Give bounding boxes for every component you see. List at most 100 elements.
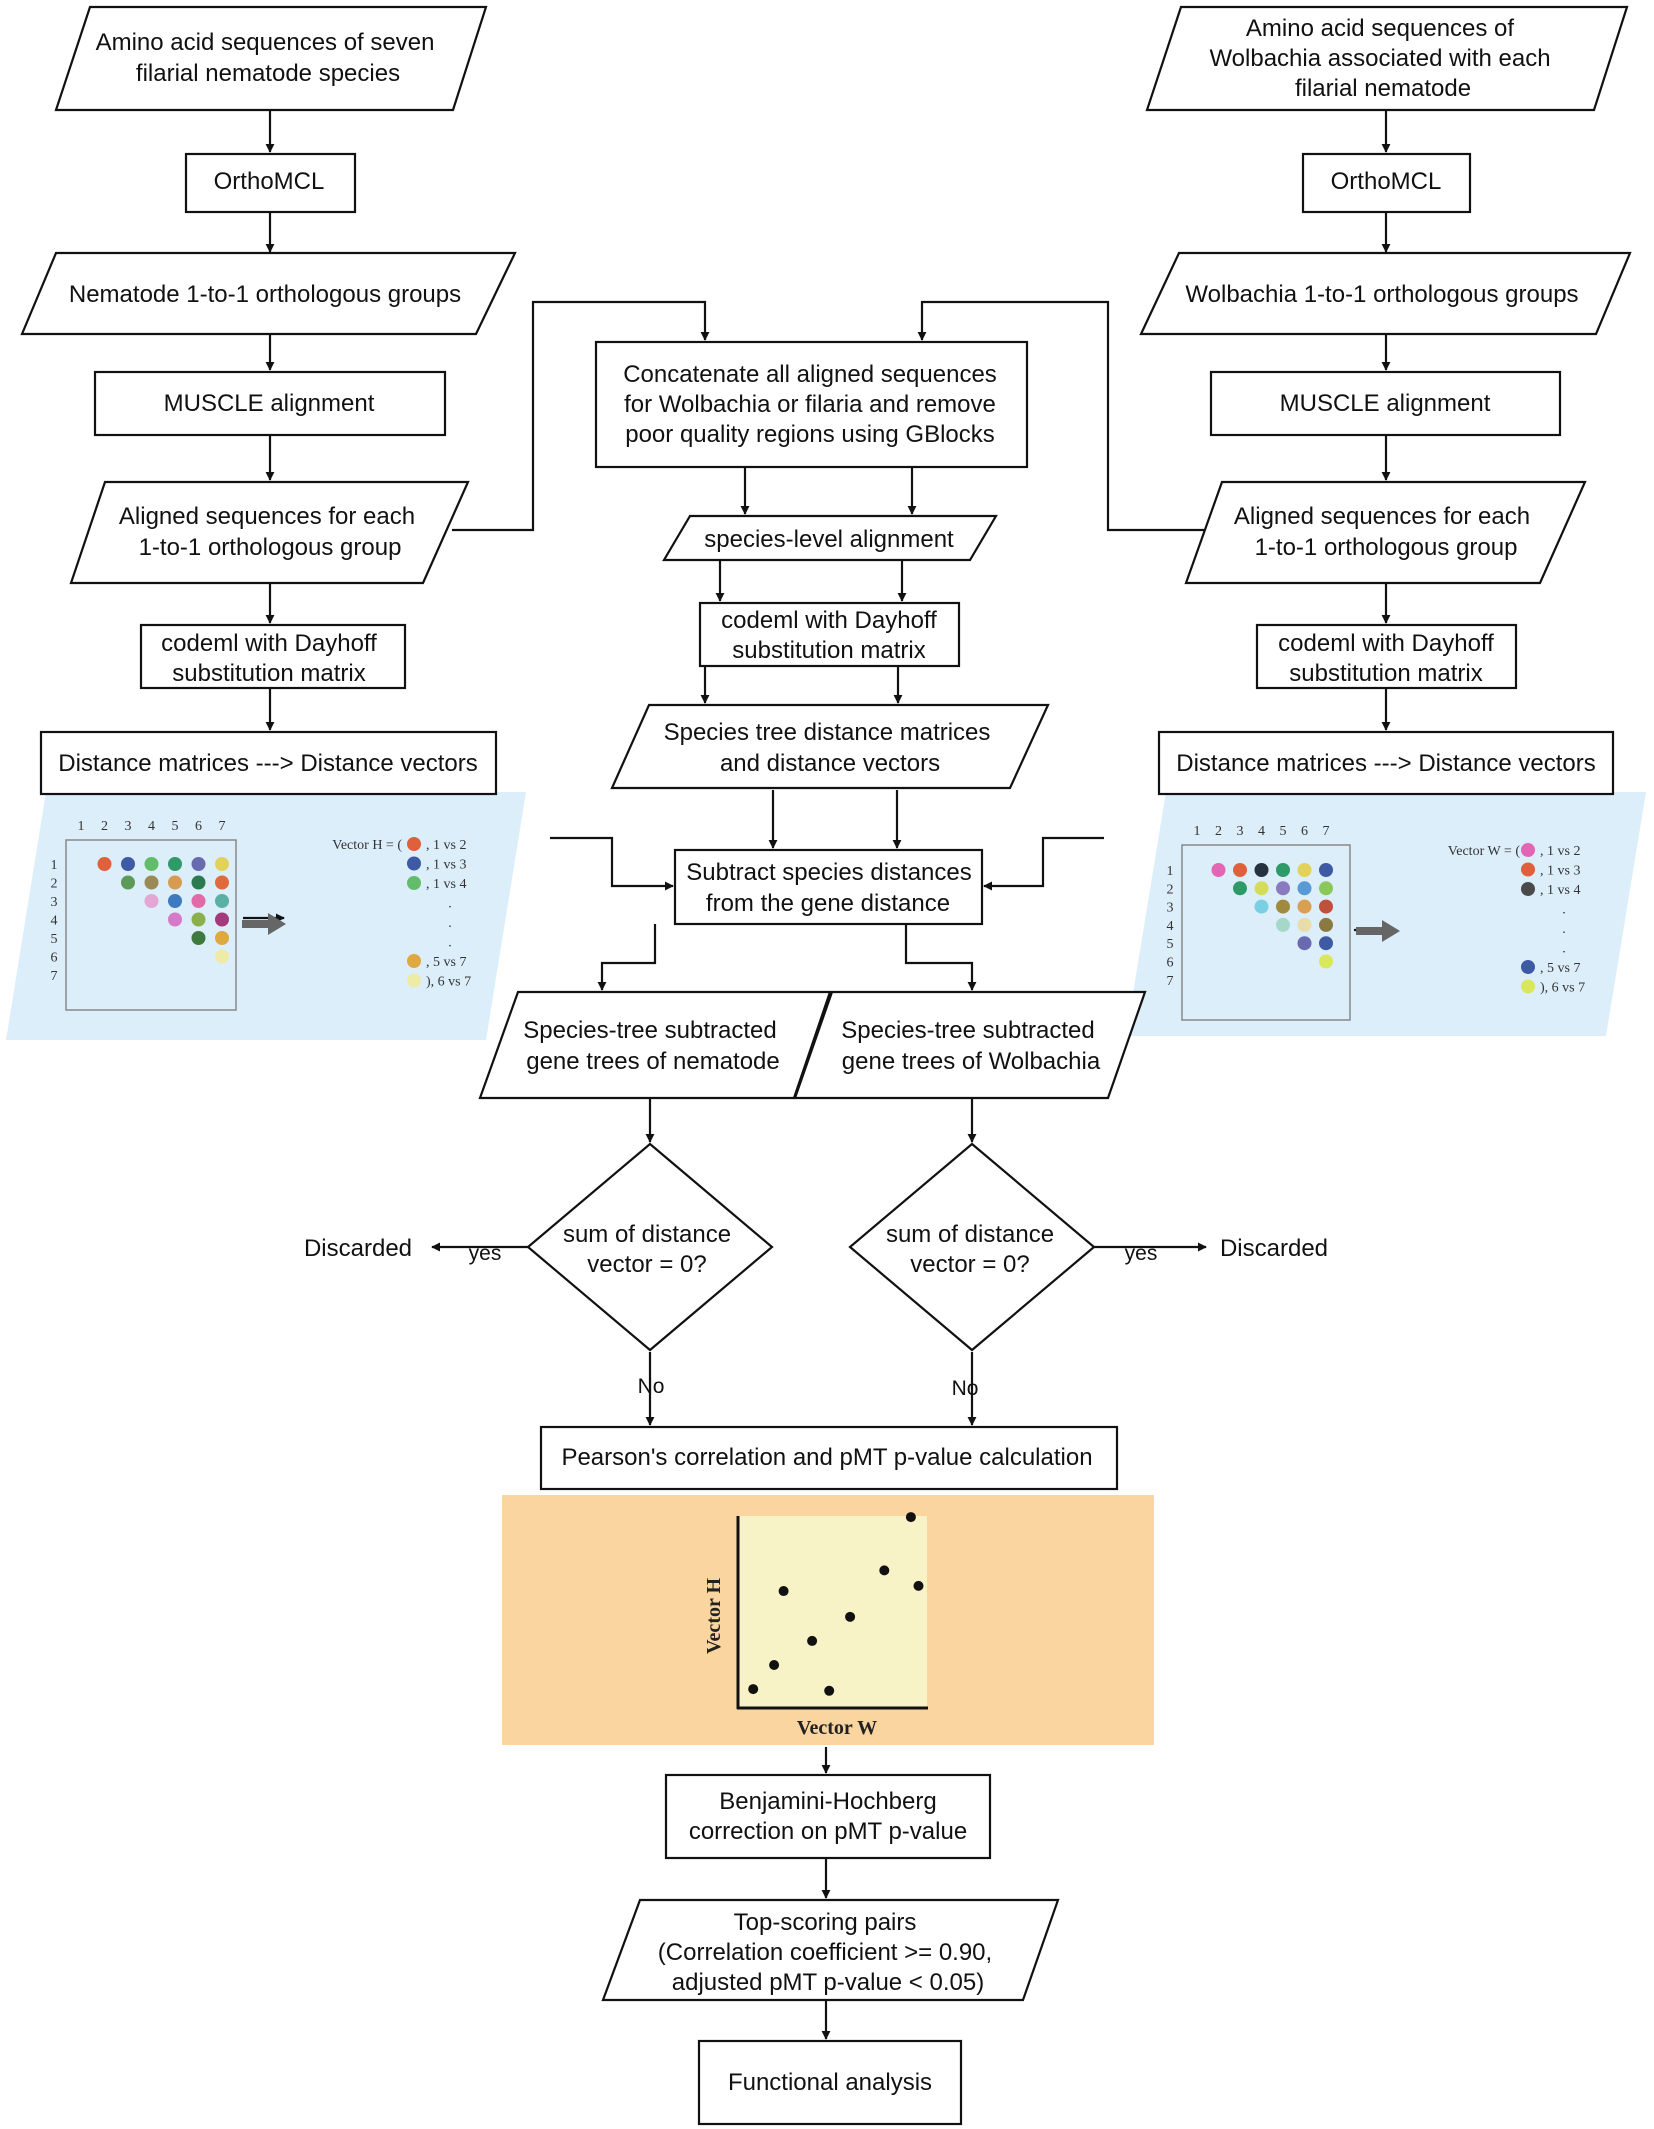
species-level-alignment xyxy=(662,514,998,562)
node-shapes xyxy=(20,5,1632,2126)
wolbachia-subtracted-line-2: gene trees of Wolbachia xyxy=(842,1048,1101,1075)
nematode-orthomcl-label: OrthoMCL xyxy=(214,168,325,195)
nematode-input-sequences xyxy=(54,5,488,112)
wolbachia-matrix-dot xyxy=(1319,936,1333,951)
wolbachia-aligned-sequences xyxy=(1184,480,1587,585)
wolbachia-vector-label: Vector W = ( xyxy=(1448,844,1521,859)
nematode-matrix-dot xyxy=(144,875,159,890)
nematode-matrix-row-label: 5 xyxy=(51,932,58,947)
wolbachia-matrix-dot xyxy=(1297,881,1312,896)
species-tree-line-1: Species tree distance matrices xyxy=(664,719,991,746)
scatter-x-axis-label: Vector W xyxy=(797,1717,877,1739)
nematode-matrix-dot xyxy=(191,875,206,890)
wolbachia-codeml xyxy=(1255,623,1518,690)
wolbachia-matrix-row-label: 2 xyxy=(1167,882,1174,897)
pearson-line-1: Pearson's correlation and pMT p-value ca… xyxy=(561,1444,1092,1471)
scatter-point xyxy=(748,1684,759,1695)
wolbachia-distance-label: Distance matrices ---> Distance vectors xyxy=(1176,750,1595,777)
nematode-codeml-line-1: codeml with Dayhoff xyxy=(161,630,377,657)
wolbachia-discarded-label: Discarded xyxy=(1220,1235,1328,1262)
nematode-matrix-dot xyxy=(215,931,229,945)
nematode-matrix-row-label: 3 xyxy=(51,895,58,910)
nematode-matrix-dot xyxy=(168,912,182,927)
top-scoring-pairs xyxy=(601,1898,1060,2002)
nematode-vector-dot xyxy=(407,876,421,890)
wolbachia-matrix-dot xyxy=(1319,863,1333,877)
wolbachia-matrix-dot xyxy=(1254,881,1269,896)
nematode-decision-line-1: sum of distance xyxy=(563,1221,731,1248)
nematode-vector-dot xyxy=(407,856,421,871)
functional-analysis xyxy=(697,2039,963,2126)
bh-label: Benjamini-Hochberg correction on pMT p-va… xyxy=(689,1788,967,1845)
wolbachia-matrix-frame xyxy=(1181,844,1351,1021)
nematode-matrix-dot xyxy=(215,857,229,871)
nematode-matrix-row-label: 4 xyxy=(51,914,58,929)
wolbachia-matrix-dot xyxy=(1319,917,1333,932)
functional-label: Functional analysis xyxy=(728,2069,932,2096)
wolbachia-matrix-row-label: 4 xyxy=(1167,919,1174,934)
wolbachia-codeml-line-1: codeml with Dayhoff xyxy=(1278,630,1494,657)
wolbachia-matrix-dot xyxy=(1297,917,1312,932)
wolbachia-input-line-1: Amino acid sequences of xyxy=(1246,15,1514,42)
wolbachia-subtracted-gene-trees xyxy=(793,990,1147,1100)
wolbachia-vector-entry: , 5 vs 7 xyxy=(1540,961,1580,976)
nematode-matrix-dot xyxy=(191,912,206,927)
nematode-matrix-dot xyxy=(144,857,159,871)
wolbachia-vector-dot xyxy=(1521,862,1535,877)
nematode-matrix-dot xyxy=(191,931,206,945)
nematode-input-line-1: Amino acid sequences of seven xyxy=(96,29,435,56)
wolbachia-zero-sum-decision xyxy=(848,1142,1096,1352)
wolbachia-vector-dot xyxy=(1521,960,1535,974)
nematode-distance-label: Distance matrices ---> Distance vectors xyxy=(58,750,477,777)
nematode-muscle-label: MUSCLE alignment xyxy=(164,390,375,417)
wolbachia-vector-entry: , 1 vs 2 xyxy=(1540,844,1580,859)
bh-line-1: Benjamini-Hochberg xyxy=(719,1788,936,1815)
wolbachia-matrix-dot xyxy=(1233,863,1247,877)
wolbachia-matrix-dot xyxy=(1276,881,1290,896)
wolbachia-vector-entry: , 1 vs 3 xyxy=(1540,864,1580,879)
nematode-matrix-dot xyxy=(168,857,182,871)
scatter-plot-area xyxy=(737,1516,927,1708)
scatter-point xyxy=(778,1586,789,1597)
nematode-arrow-right-icon xyxy=(242,913,286,935)
nematode-matrix-frame xyxy=(65,839,237,1011)
nematode-orthomcl-line-1: OrthoMCL xyxy=(214,168,325,195)
nematode-subtracted-line-1: Species-tree subtracted xyxy=(523,1017,776,1044)
top-pairs-line-1: Top-scoring pairs xyxy=(734,1909,917,1936)
wolbachia-matrix-col-label: 4 xyxy=(1258,824,1265,839)
wolbachia-matrix-panel xyxy=(1126,792,1646,1036)
nematode-codeml xyxy=(139,623,407,690)
nematode-vector-label: Vector H = ( xyxy=(332,838,402,853)
wolbachia-orthomcl xyxy=(1301,152,1472,214)
nematode-matrix-col-label: 6 xyxy=(195,819,202,834)
wolbachia-aligned-line-1: Aligned sequences for each xyxy=(1234,503,1530,530)
nematode-matrix-panel xyxy=(6,792,526,1040)
wolbachia-no-label: No xyxy=(952,1377,979,1400)
nematode-vector-ellipsis: . xyxy=(448,916,452,931)
nematode-codeml-line-2: substitution matrix xyxy=(172,660,365,687)
scatter-point xyxy=(879,1565,890,1576)
nematode-input-line-2: filarial nematode species xyxy=(136,60,400,87)
species-align-label: species-level alignment xyxy=(704,526,954,553)
nematode-subtracted-gene-trees xyxy=(478,990,832,1100)
wolbachia-muscle-alignment xyxy=(1209,370,1562,437)
wolbachia-matrix-dot xyxy=(1276,917,1290,932)
functional-line-1: Functional analysis xyxy=(728,2069,932,2096)
wolbachia-matrix-col-label: 2 xyxy=(1215,824,1222,839)
scatter-y-axis-label: Vector H xyxy=(703,1578,725,1655)
wolbachia-groups-label: Wolbachia 1-to-1 orthologous groups xyxy=(1185,281,1578,308)
wolbachia-matrix-dot xyxy=(1233,881,1247,896)
scatter-point xyxy=(807,1635,818,1646)
wolbachia-matrix-col-label: 7 xyxy=(1323,824,1330,839)
nematode-matrix-row-label: 6 xyxy=(51,951,58,966)
bh-line-2: correction on pMT p-value xyxy=(689,1818,967,1845)
top-pairs-line-3: adjusted pMT p-value < 0.05) xyxy=(672,1969,984,1996)
